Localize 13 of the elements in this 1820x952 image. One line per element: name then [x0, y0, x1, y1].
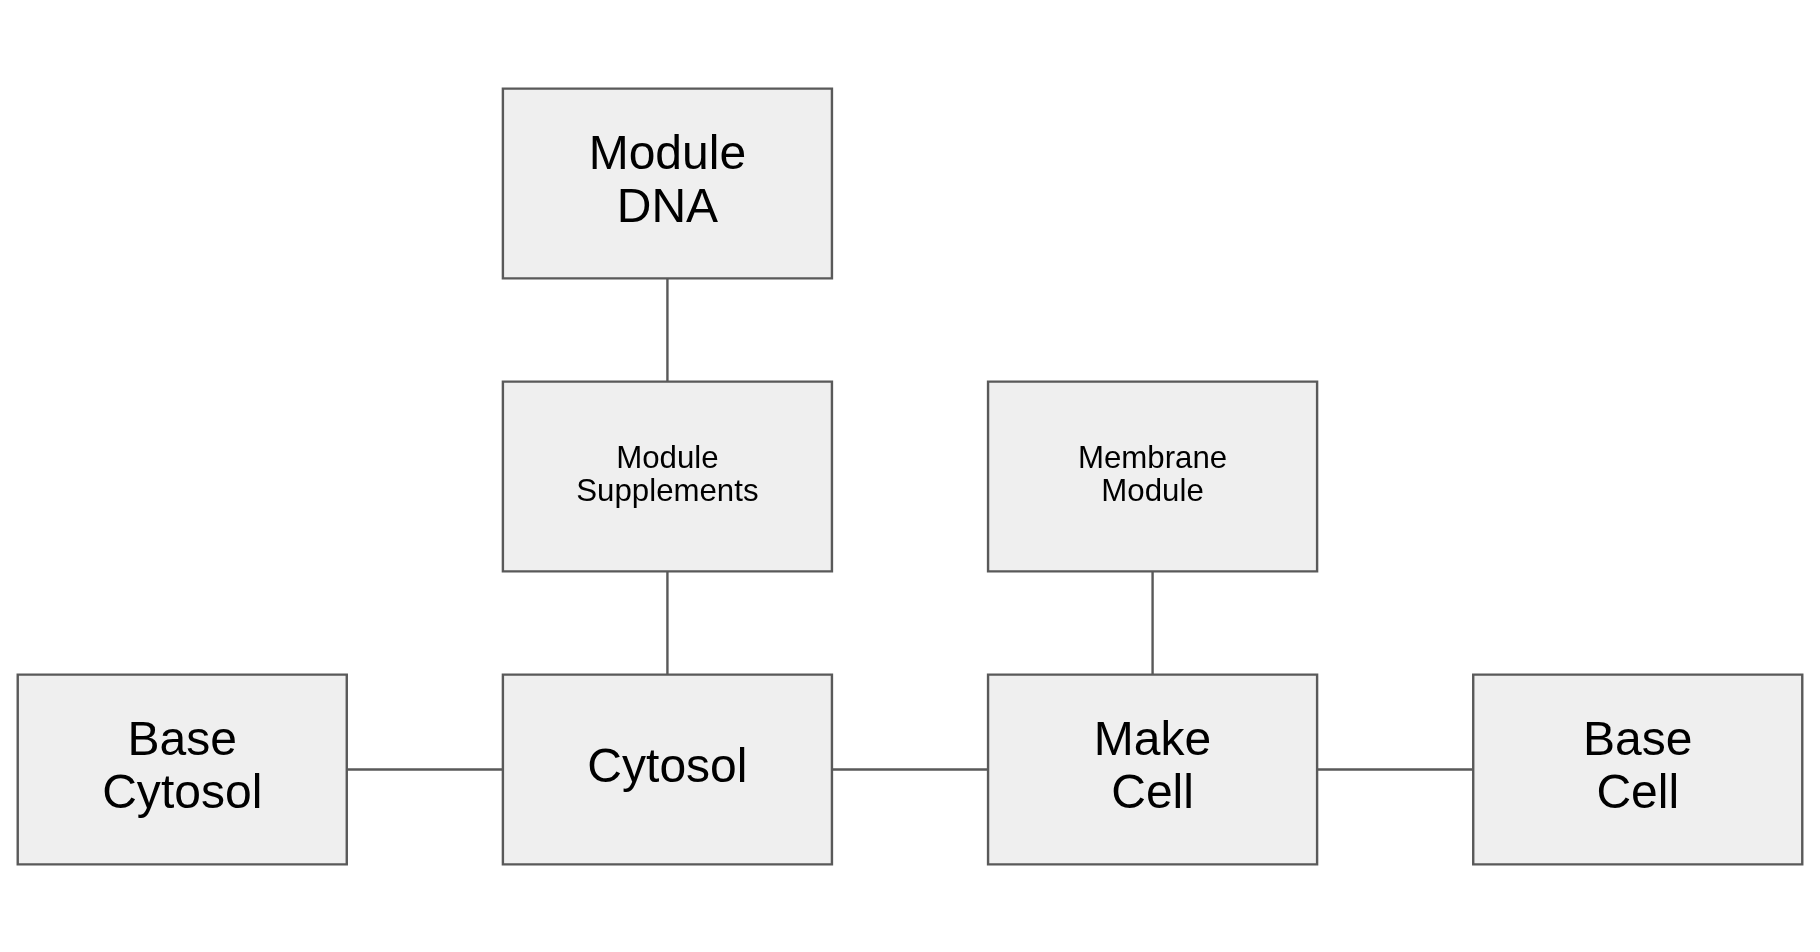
node-box: Membrane Module [986, 379, 1319, 573]
connector [832, 767, 988, 771]
connector [666, 571, 669, 674]
connector [666, 278, 669, 381]
connector [1317, 767, 1473, 771]
connector [1151, 571, 1154, 674]
node-box: Module Supplements [501, 379, 834, 573]
connector [347, 767, 503, 771]
node-box: Make Cell [986, 672, 1319, 866]
node-box: Module DNA [501, 86, 834, 280]
node-box: Cytosol [501, 672, 834, 866]
node-box: Base Cytosol [16, 672, 348, 866]
node-box: Base Cell [1472, 672, 1804, 866]
